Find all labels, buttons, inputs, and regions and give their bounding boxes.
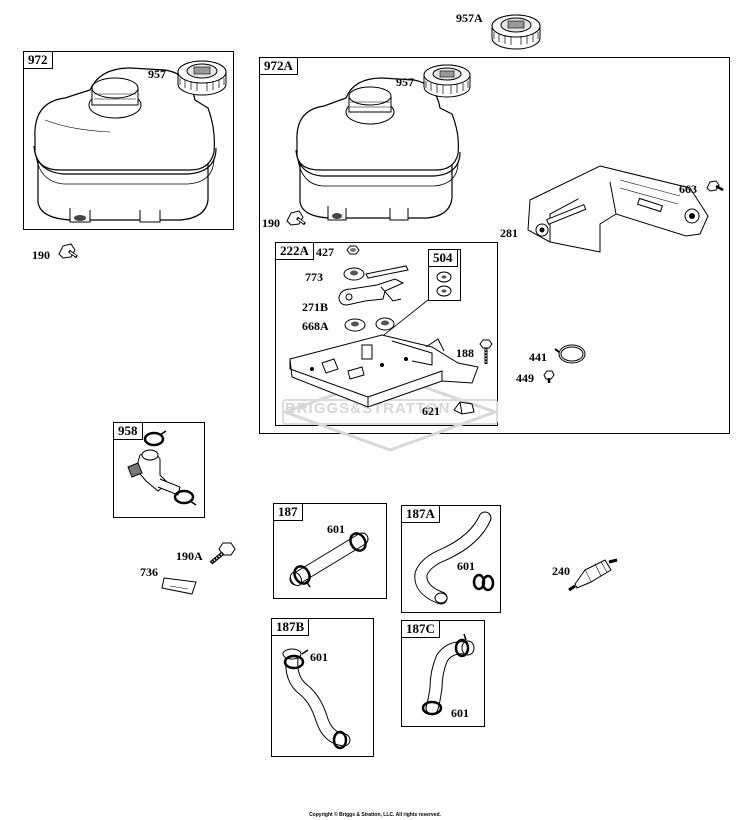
label-190-left: 190 bbox=[32, 248, 50, 262]
screw-449-drawing bbox=[543, 370, 555, 383]
label-190a: 190A bbox=[176, 549, 203, 563]
fuel-cap-957a-drawing bbox=[491, 14, 541, 50]
copyright-notice: Copyright © Briggs & Stratton, LLC. All … bbox=[309, 812, 441, 818]
fuel-cap-957-left-drawing bbox=[177, 60, 227, 96]
hose-187a-drawing bbox=[414, 511, 495, 605]
group-187c-label: 187C bbox=[401, 620, 440, 638]
nut-427-drawing bbox=[346, 245, 360, 255]
group-972a-label: 972A bbox=[259, 57, 298, 75]
group-222a-label: 222A bbox=[275, 242, 314, 260]
hose-187b-drawing bbox=[282, 648, 351, 750]
decal-736-drawing bbox=[161, 577, 197, 595]
group-972a-frame bbox=[259, 57, 730, 434]
fuel-filter-240-drawing bbox=[568, 558, 618, 592]
washers-504-drawing bbox=[436, 271, 452, 297]
label-736: 736 bbox=[140, 565, 158, 579]
group-972-frame bbox=[23, 51, 234, 230]
screw-663-drawing bbox=[706, 180, 724, 192]
clamp-441-drawing bbox=[554, 344, 586, 364]
group-187c-frame bbox=[401, 620, 485, 727]
fuel-tank-972-drawing bbox=[33, 67, 217, 223]
group-504-label: 504 bbox=[428, 249, 458, 267]
label-621: 621 bbox=[422, 404, 440, 418]
fuel-tank-972a-drawing bbox=[295, 77, 461, 221]
bracket-281-drawing bbox=[527, 165, 709, 253]
label-663: 663 bbox=[679, 182, 697, 196]
screw-190a-drawing bbox=[209, 542, 236, 565]
watermark-text: BRIGGS&STRATTON bbox=[285, 400, 451, 417]
hose-187c-drawing bbox=[421, 633, 475, 716]
label-188: 188 bbox=[456, 346, 474, 360]
group-187a-frame bbox=[401, 505, 501, 613]
label-240: 240 bbox=[552, 564, 570, 578]
group-187-frame bbox=[273, 503, 387, 599]
group-972-label: 972 bbox=[23, 51, 53, 69]
label-449: 449 bbox=[516, 371, 534, 385]
label-441: 441 bbox=[529, 350, 547, 364]
screw-190-left-drawing bbox=[58, 243, 78, 259]
group-958-label: 958 bbox=[113, 422, 143, 440]
label-957-right: 957 bbox=[396, 75, 414, 89]
label-773: 773 bbox=[305, 270, 323, 284]
label-601-187: 601 bbox=[327, 522, 345, 536]
label-601-187c: 601 bbox=[451, 706, 469, 720]
lever-271b-drawing bbox=[338, 278, 405, 306]
label-601-187b: 601 bbox=[310, 650, 328, 664]
label-271b: 271B bbox=[302, 300, 329, 314]
clip-621-drawing bbox=[453, 401, 475, 415]
label-281: 281 bbox=[500, 226, 518, 240]
label-427: 427 bbox=[316, 245, 334, 259]
group-187b-frame bbox=[271, 618, 374, 757]
group-222a-frame bbox=[275, 242, 498, 426]
label-957a: 957A bbox=[456, 11, 483, 25]
group-187-label: 187 bbox=[273, 503, 303, 521]
label-668a: 668A bbox=[302, 319, 329, 333]
fuel-valve-958-drawing bbox=[127, 430, 197, 506]
washer-773-drawing bbox=[343, 265, 409, 281]
label-601-187a: 601 bbox=[457, 559, 475, 573]
group-187a-label: 187A bbox=[401, 505, 440, 523]
label-190-right: 190 bbox=[262, 216, 280, 230]
screw-188-drawing bbox=[479, 339, 493, 364]
label-957-left: 957 bbox=[148, 67, 166, 81]
washer-668a-drawing bbox=[344, 317, 395, 332]
control-plate-drawing bbox=[289, 334, 479, 408]
group-187b-label: 187B bbox=[271, 618, 310, 636]
fuel-cap-957-right-drawing bbox=[423, 64, 471, 98]
screw-190-right-drawing bbox=[286, 210, 306, 226]
hose-187-drawing bbox=[289, 532, 369, 588]
group-958-frame bbox=[113, 422, 205, 518]
